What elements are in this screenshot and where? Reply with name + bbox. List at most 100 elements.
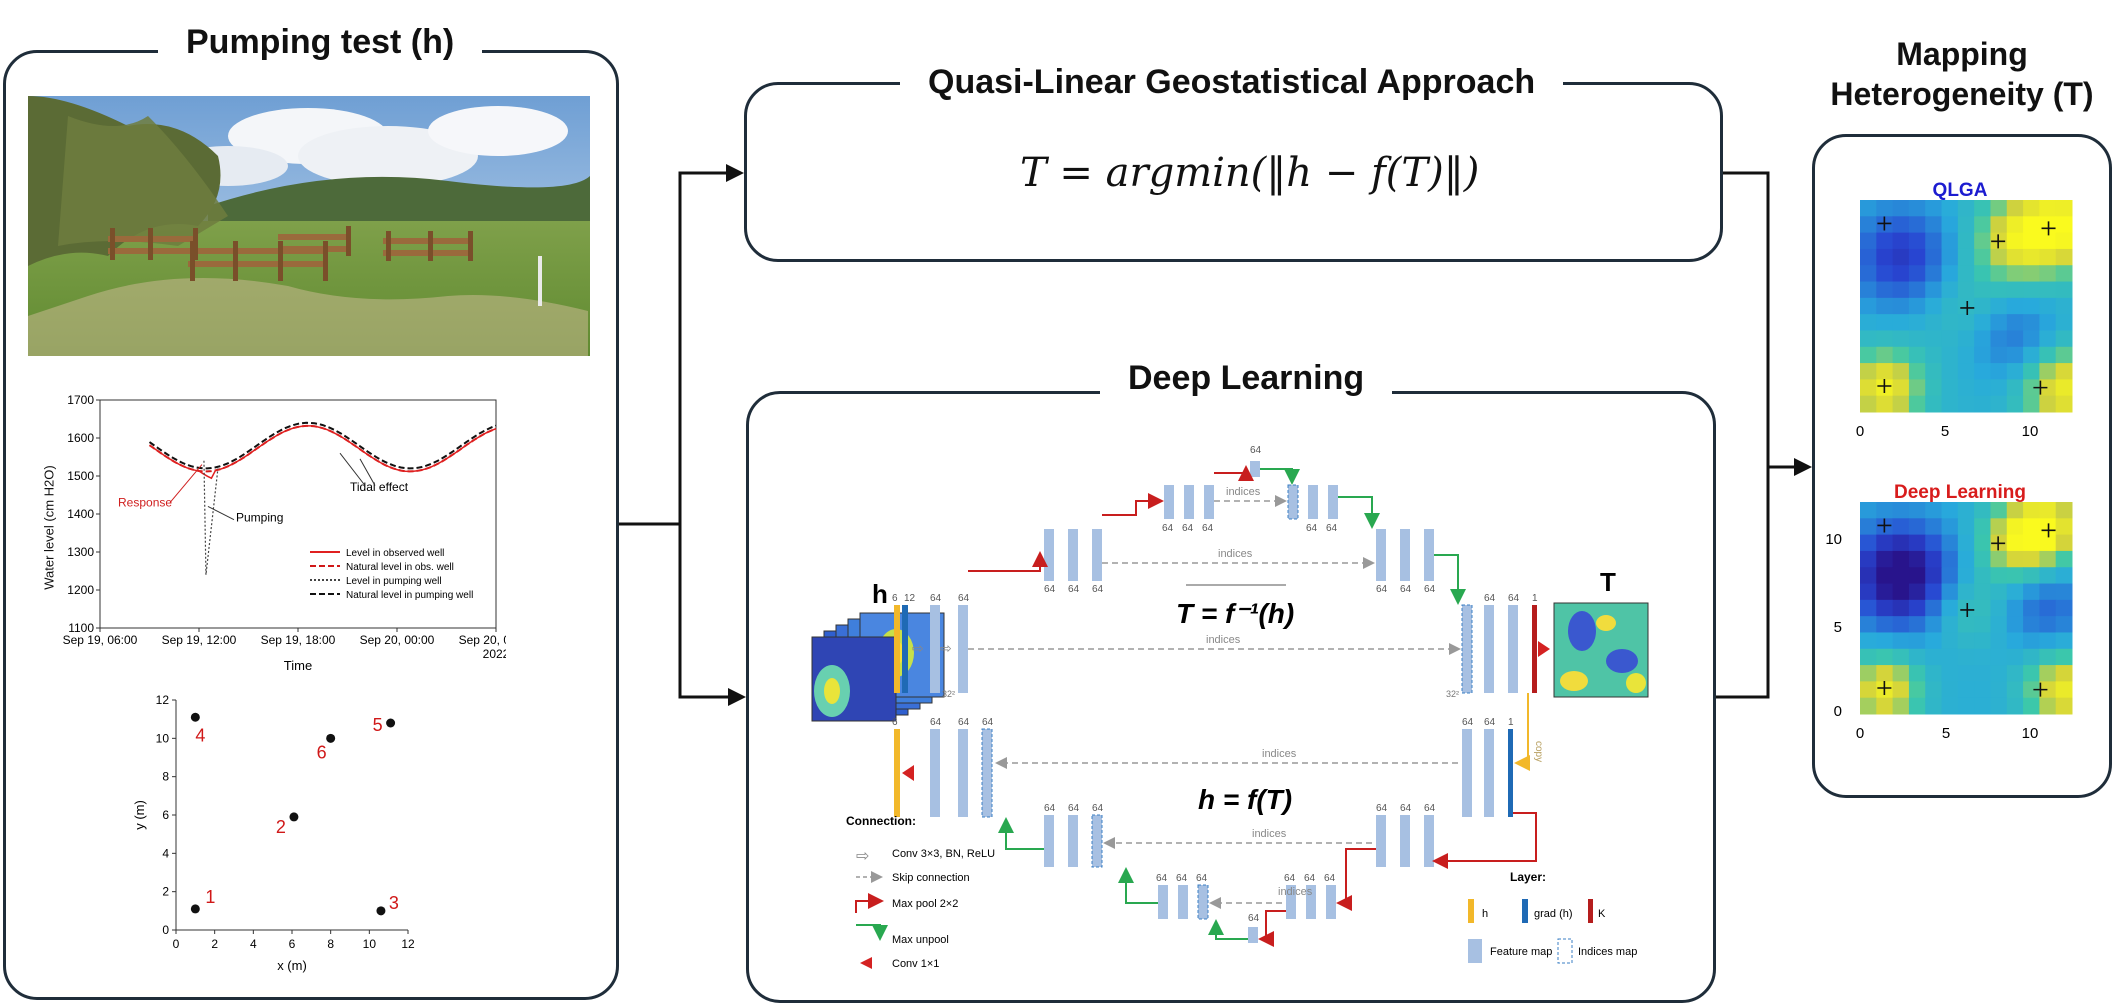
map-cell: [2023, 632, 2040, 650]
map-cell: [2039, 281, 2057, 299]
svg-text:64: 64: [1092, 803, 1104, 814]
svg-text:Layer:: Layer:: [1510, 870, 1546, 884]
map-cell: [1892, 534, 1910, 552]
map-cell: [1974, 232, 1991, 250]
map-cell: [2006, 363, 2024, 380]
map-cell: [2055, 632, 2073, 650]
map-cell: [1908, 567, 1926, 585]
map-cell: [1957, 216, 1975, 234]
map-cell: [2023, 265, 2040, 283]
map-cell: [1908, 681, 1926, 699]
map-cell: [1908, 379, 1926, 397]
map-cell: [1974, 200, 1991, 217]
map-cell: [2055, 567, 2073, 585]
map-cell: [1957, 567, 1975, 585]
map-cell: [1941, 616, 1959, 633]
map-cell: [1974, 502, 1991, 519]
map-cell: [2023, 330, 2040, 348]
map-cell: [1957, 314, 1975, 331]
map-cell: [2055, 583, 2073, 601]
map-cell: [1974, 346, 1991, 364]
svg-text:Max pool 2×2: Max pool 2×2: [892, 898, 958, 910]
map-cell: [2023, 216, 2040, 234]
map-cell: [1908, 665, 1926, 682]
svg-text:64: 64: [958, 593, 970, 604]
map-cell: [2006, 502, 2024, 519]
map-cell: [2006, 567, 2024, 585]
mapping-title-line2: Heterogeneity (T): [1830, 76, 2094, 112]
map-well-mark-2: [1960, 602, 1975, 617]
svg-text:64: 64: [1326, 523, 1338, 534]
map-cell: [1892, 200, 1910, 217]
map-cell: [2055, 363, 2073, 380]
map-cell: [1925, 200, 1943, 217]
map-cell: [1990, 648, 2008, 666]
map-cell: [1957, 379, 1975, 397]
sc-xtick-label: 2: [211, 937, 218, 951]
map-cell: [1892, 648, 1910, 666]
map-cell: [2006, 681, 2024, 699]
svg-text:1: 1: [1508, 717, 1514, 728]
map-cell: [2055, 379, 2073, 397]
map-cell: [2023, 502, 2040, 519]
map-well-mark-5: [2041, 523, 2056, 538]
map-cell: [1860, 632, 1877, 650]
map-cell: [2055, 681, 2073, 699]
map-cell: [1860, 232, 1877, 250]
map-cell: [1925, 681, 1943, 699]
svg-text:64: 64: [1044, 803, 1056, 814]
map-cell: [2039, 297, 2057, 315]
svg-text:64: 64: [1304, 873, 1316, 884]
map-cell: [2006, 330, 2024, 348]
map-cell: [1957, 681, 1975, 699]
map-cell: [2039, 200, 2057, 217]
well-label-4: 4: [195, 725, 205, 745]
svg-text:32²: 32²: [1446, 689, 1459, 699]
map-cell: [2023, 583, 2040, 601]
map-cell: [1892, 281, 1910, 299]
map-cell: [1990, 583, 2008, 601]
map-cell: [1892, 550, 1910, 568]
map-cell: [2006, 697, 2024, 715]
qlga-xtick-0: 0: [1856, 423, 1864, 440]
svg-text:12: 12: [904, 593, 916, 604]
svg-text:copy: copy: [1533, 741, 1544, 762]
map-cell: [1892, 314, 1910, 331]
map-cell: [1925, 379, 1943, 397]
map-cell: [1876, 232, 1894, 250]
map-cell: [1957, 665, 1975, 682]
map-cell: [1876, 363, 1894, 380]
map-cell: [1908, 297, 1926, 315]
map-cell: [2023, 281, 2040, 299]
map-cell: [2006, 379, 2024, 397]
sc-xtick-label: 4: [250, 937, 257, 951]
map-cell: [2055, 314, 2073, 331]
map-cell: [1925, 648, 1943, 666]
map-cell: [1892, 395, 1910, 413]
map-cell: [1860, 346, 1877, 364]
connection-legend: Connection: ⇨ Conv 3×3, BN, ReLU Skip co…: [846, 814, 995, 970]
svg-text:⇨: ⇨: [856, 848, 869, 865]
map-cell: [1941, 599, 1959, 617]
map-cell: [1908, 583, 1926, 601]
map-cell: [1908, 697, 1926, 715]
map-cell: [1908, 395, 1926, 413]
map-cell: [1908, 248, 1926, 266]
svg-text:h: h: [1482, 908, 1488, 920]
map-cell: [2039, 534, 2057, 552]
svg-text:Skip connection: Skip connection: [892, 872, 970, 884]
svg-text:64: 64: [1376, 584, 1388, 595]
map-cell: [1941, 697, 1959, 715]
well-label-3: 3: [389, 893, 399, 913]
ts-xtick-label: Sep 20, 00:00: [360, 633, 435, 647]
unet-diagram: h T 6 12 64 64 ⇨ ⇨ 64 64 64 64 64 64 64: [811, 445, 1649, 970]
map-cell: [2039, 648, 2057, 666]
well-point-3: [376, 906, 386, 916]
map-cell: [1990, 379, 2008, 397]
sc-xtick-label: 10: [363, 937, 377, 951]
map-cell: [1990, 518, 2008, 536]
svg-text:⇨: ⇨: [912, 640, 924, 656]
map-cell: [1990, 216, 2008, 234]
map-cell: [2006, 314, 2024, 331]
